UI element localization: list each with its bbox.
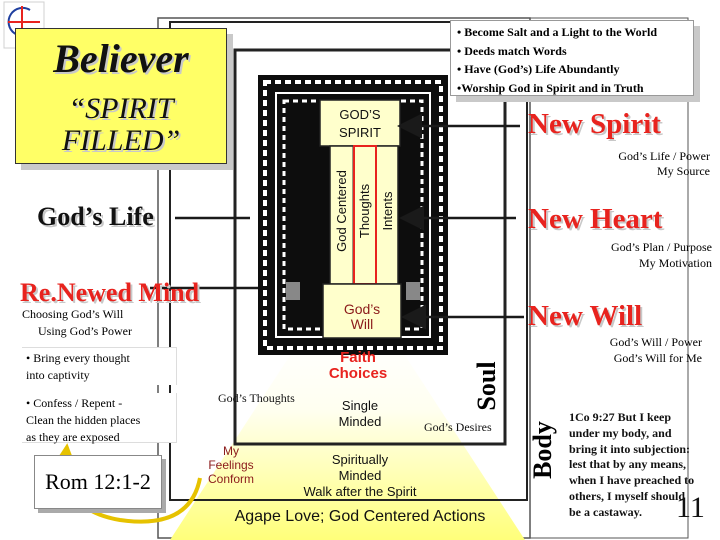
single-line2: Minded	[338, 414, 382, 429]
choosing-note: Choosing God’s Will Using God’s Power	[22, 306, 132, 340]
light-cone	[170, 340, 525, 540]
verse-line3: bring it into subjection:	[569, 441, 691, 456]
feel-line1: My	[223, 444, 239, 458]
new-will-heading: New Will	[528, 300, 643, 332]
spirit-note-line2: My Source	[657, 164, 710, 178]
spiritually-line3: Walk after the Spirit	[303, 484, 417, 499]
bring-line1: • Bring every thought	[26, 351, 130, 365]
body-label: Body	[528, 421, 557, 479]
soul-label: Soul	[472, 361, 501, 411]
will-label-line1: God’s	[343, 301, 381, 317]
verse-line1: 1Co 9:27 But I keep	[569, 410, 672, 424]
choosing-line2: Using God’s Power	[38, 324, 133, 338]
faith-line1: Faith	[340, 349, 376, 366]
title-sub-line1: “SPIRIT	[68, 92, 174, 125]
choosing-line1: Choosing God’s Will	[22, 307, 124, 321]
verse-line4: lest that by any means,	[569, 457, 687, 472]
will-label-line2: Will	[350, 316, 374, 332]
verse-line6: others, I myself should	[569, 488, 686, 503]
post-right	[406, 282, 420, 300]
temple-pattern	[263, 80, 443, 350]
col-god-centered: God Centered	[334, 170, 349, 252]
spiritually-line1: Spiritually	[331, 452, 389, 467]
title-sub-line2: FILLED”	[61, 124, 181, 157]
single-line1: Single	[341, 398, 379, 413]
heart-note-line2: My Motivation	[638, 256, 712, 270]
page-number: 11	[676, 491, 705, 524]
heart-note: God’s Plan / Purpose My Motivation	[560, 239, 712, 271]
will-note-line1: God’s Will / Power	[609, 335, 702, 349]
bullet-deeds: • Deeds match Words	[457, 43, 567, 58]
feel-line3: Conform	[207, 472, 254, 486]
confess-line2: Clean the hidden places	[26, 413, 141, 427]
top-bullets-box: • Become Salt and a Light to the World •…	[450, 20, 694, 96]
spirit-note-line1: God’s Life / Power	[618, 149, 710, 163]
bullet-worship: •Worship God in Spirit and in Truth	[457, 80, 644, 95]
new-heart-heading: New Heart	[528, 203, 663, 235]
bullet-abundant-life: • Have (God’s) Life Abundantly	[457, 62, 620, 76]
gods-thoughts: God’s Thoughts	[218, 391, 295, 405]
gods-life-heading: God’s Life	[37, 202, 154, 231]
soul-frame	[233, 48, 507, 446]
confess-note: • Confess / Repent - Clean the hidden pl…	[22, 393, 177, 444]
confess-line3: as they are exposed	[26, 430, 120, 444]
spiritually-line2: Minded	[338, 468, 382, 483]
bring-line2: into captivity	[26, 368, 90, 382]
will-note-line2: God’s Will for Me	[613, 351, 702, 365]
new-spirit-heading: New Spirit	[528, 108, 661, 140]
verse-line2: under my body, and	[569, 425, 672, 440]
faith-line2: Choices	[328, 365, 388, 382]
body-frame	[169, 21, 528, 501]
heart-box	[329, 145, 399, 285]
verse-line7: be a castaway.	[569, 504, 642, 519]
post-left	[286, 282, 300, 300]
will-label: God’s Will	[323, 302, 401, 332]
bullet-salt-light: • Become Salt and a Light to the World	[457, 25, 657, 39]
faith-choices: Faith Choices	[318, 350, 398, 382]
gods-desires: God’s Desires	[424, 420, 492, 434]
title-box: Believer “SPIRIT FILLED”	[15, 28, 227, 164]
rom-reference: Rom 12:1-2	[34, 455, 162, 509]
heart-note-line1: God’s Plan / Purpose	[610, 240, 712, 254]
title-main: Believer	[53, 36, 189, 81]
single-minded: Single Minded	[320, 398, 400, 430]
verse-line5: when I have preached to	[569, 473, 695, 488]
feel-line2: Feelings	[208, 458, 254, 472]
will-box	[322, 283, 402, 339]
col-intents: Intents	[380, 191, 395, 231]
spirit-label: GOD’S SPIRIT	[339, 107, 381, 140]
renewed-mind-heading: Re.Newed Mind	[20, 278, 200, 307]
title-sub: “SPIRIT FILLED”	[16, 93, 226, 157]
agape-love: Agape Love; God Centered Actions	[234, 508, 486, 525]
verse-block: 1Co 9:27 But I keep under my body, and b…	[569, 410, 719, 521]
col-thoughts: Thoughts	[357, 183, 372, 239]
confess-line1: • Confess / Repent -	[26, 396, 123, 410]
will-note: God’s Will / Power God’s Will for Me	[560, 334, 702, 366]
my-feelings: My Feelings Conform	[200, 444, 262, 486]
bring-note: • Bring every thought into captivity	[22, 347, 177, 385]
spirit-note: God’s Life / Power My Source	[560, 149, 710, 179]
spiritually-minded: Spiritually Minded Walk after the Spirit	[280, 452, 440, 500]
